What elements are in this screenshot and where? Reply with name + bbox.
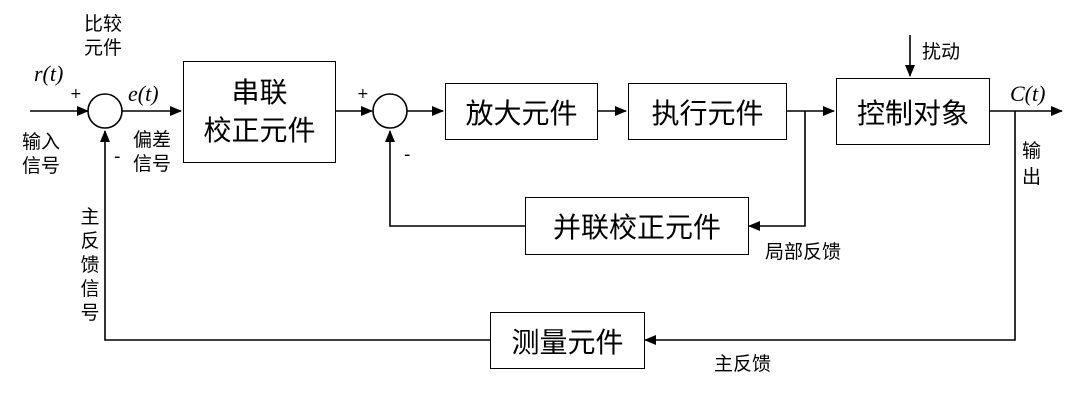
- disturbance-label: 扰动: [922, 40, 960, 64]
- series-compensation-line2: 校正元件: [203, 114, 316, 147]
- error-signal-label: 偏差 信号: [133, 128, 171, 176]
- error-signal-label-line2: 信号: [133, 153, 172, 175]
- comparator-2: [372, 93, 408, 129]
- input-signal-label-line1: 输入: [22, 131, 61, 153]
- comparator2-minus-sign: -: [404, 144, 411, 165]
- input-signal-text: r(t): [34, 61, 64, 86]
- series-compensation-block: 串联 校正元件: [183, 61, 336, 163]
- error-signal-name: e(t): [128, 82, 159, 106]
- actuator-label: 执行元件: [651, 96, 764, 130]
- input-signal-label-line2: 信号: [22, 155, 61, 177]
- comparator2-plus-sign: +: [357, 86, 369, 102]
- amplifier-block: 放大元件: [445, 83, 598, 140]
- plant-block: 控制对象: [836, 78, 990, 145]
- error-signal-label-line1: 偏差: [133, 129, 172, 151]
- output-signal-text: C(t): [1010, 81, 1046, 106]
- input-signal-label: 输入 信号: [22, 130, 60, 178]
- parallel-compensation-label: 并联校正元件: [552, 211, 721, 244]
- comparator1-plus-sign: +: [70, 86, 82, 102]
- main-feedback-signal-label: 主反馈信号: [79, 205, 101, 325]
- output-label: 输 出: [1022, 138, 1041, 190]
- main-feedback-text: 主反馈: [714, 353, 772, 375]
- parallel-compensation-block: 并联校正元件: [525, 197, 749, 255]
- output-label-line2: 出: [1022, 166, 1042, 188]
- output-label-line1: 输: [1022, 140, 1042, 162]
- input-signal-name: r(t): [34, 62, 63, 86]
- amplifier-label: 放大元件: [465, 96, 578, 130]
- output-signal-name: C(t): [1010, 82, 1045, 106]
- main-feedback-label: 主反馈: [714, 352, 771, 376]
- actuator-block: 执行元件: [628, 83, 787, 140]
- measurement-block: 测量元件: [490, 312, 645, 369]
- error-signal-text: e(t): [128, 81, 159, 106]
- comparator1-minus-sign: -: [114, 146, 121, 167]
- local-feedback-text: 局部反馈: [765, 241, 842, 263]
- comparator-label-line1: 比较: [84, 13, 123, 35]
- main-feedback-signal-text: 主反馈信号: [80, 206, 100, 324]
- measurement-label: 测量元件: [511, 325, 624, 359]
- plant-label: 控制对象: [856, 96, 969, 130]
- local-feedback-label: 局部反馈: [765, 240, 841, 264]
- series-compensation-line1: 串联: [231, 76, 288, 109]
- comparator-label: 比较 元件: [84, 12, 122, 60]
- disturbance-text: 扰动: [922, 41, 961, 63]
- comparator-label-line2: 元件: [84, 37, 123, 59]
- comparator-1: [87, 93, 123, 129]
